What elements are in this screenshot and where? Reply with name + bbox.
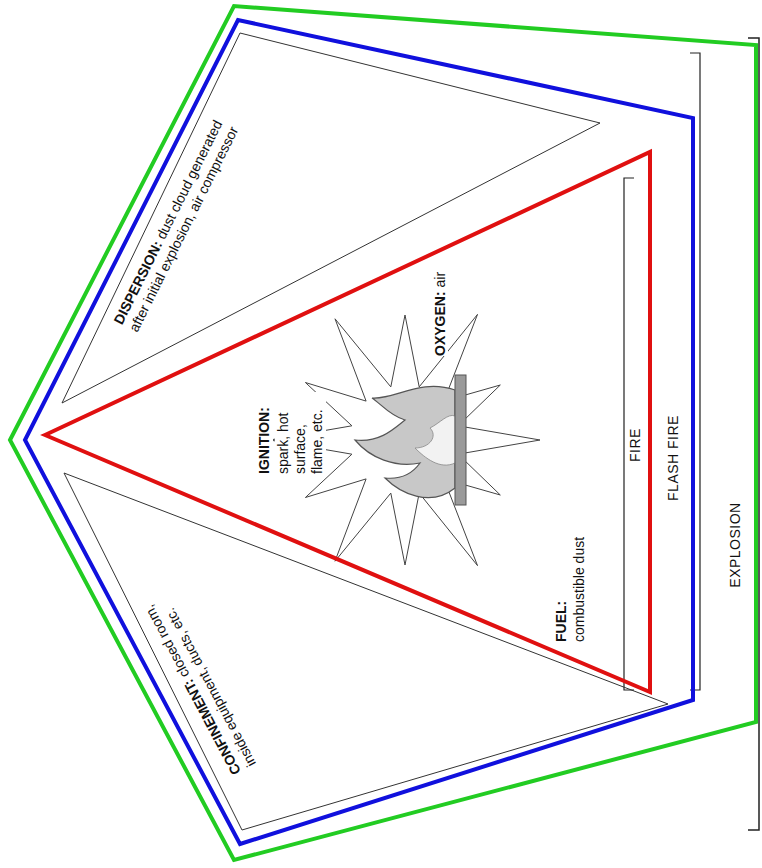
element-body: combustible dust (571, 535, 588, 644)
element-body: spark, hot surface, flame, etc. (275, 392, 326, 476)
bracket-label: FIRE (627, 426, 644, 464)
confinement-triangle-outline (60, 469, 672, 834)
label-group: OXYGEN: air (432, 272, 449, 356)
element-heading: IGNITION: (256, 405, 273, 476)
label-group: CONFINEMENT:closed room, inside equipmen… (130, 574, 260, 777)
flame (355, 386, 455, 497)
bracket-label: EXPLOSION (727, 500, 744, 589)
confinement-triangle-line (64, 473, 668, 830)
label-group: DISPERSION:dust cloud generated after in… (110, 101, 249, 335)
fire-triangle-line (45, 152, 650, 692)
spark-burst (270, 314, 540, 565)
dispersion-triangle: DISPERSION:dust cloud generated after in… (58, 29, 604, 407)
element-body: air (432, 272, 448, 288)
explosion-pentagon-line (10, 6, 756, 860)
confinement-triangle: CONFINEMENT:closed room, inside equipmen… (60, 469, 672, 834)
explosion-pentagon: EXPLOSION FLASH FIRE CONFINEMENT:closed ro… (3, 0, 762, 867)
bracket-label: FLASH FIRE (665, 413, 682, 503)
element-heading: OXYGEN: (432, 291, 448, 356)
dispersion-triangle-line (62, 33, 600, 403)
fire-triangle: IGNITION:spark, hot surface, flame, etc.… (38, 145, 657, 699)
burner-bar (455, 375, 466, 505)
flash-fire-pentagon-line (25, 20, 693, 844)
dispersion-triangle-outline (58, 29, 604, 407)
flame-core (415, 415, 455, 465)
flash-fire-pentagon: FLASH FIRE CONFINEMENT:closed room, insid… (18, 13, 700, 851)
element-heading: FUEL: (553, 599, 570, 644)
